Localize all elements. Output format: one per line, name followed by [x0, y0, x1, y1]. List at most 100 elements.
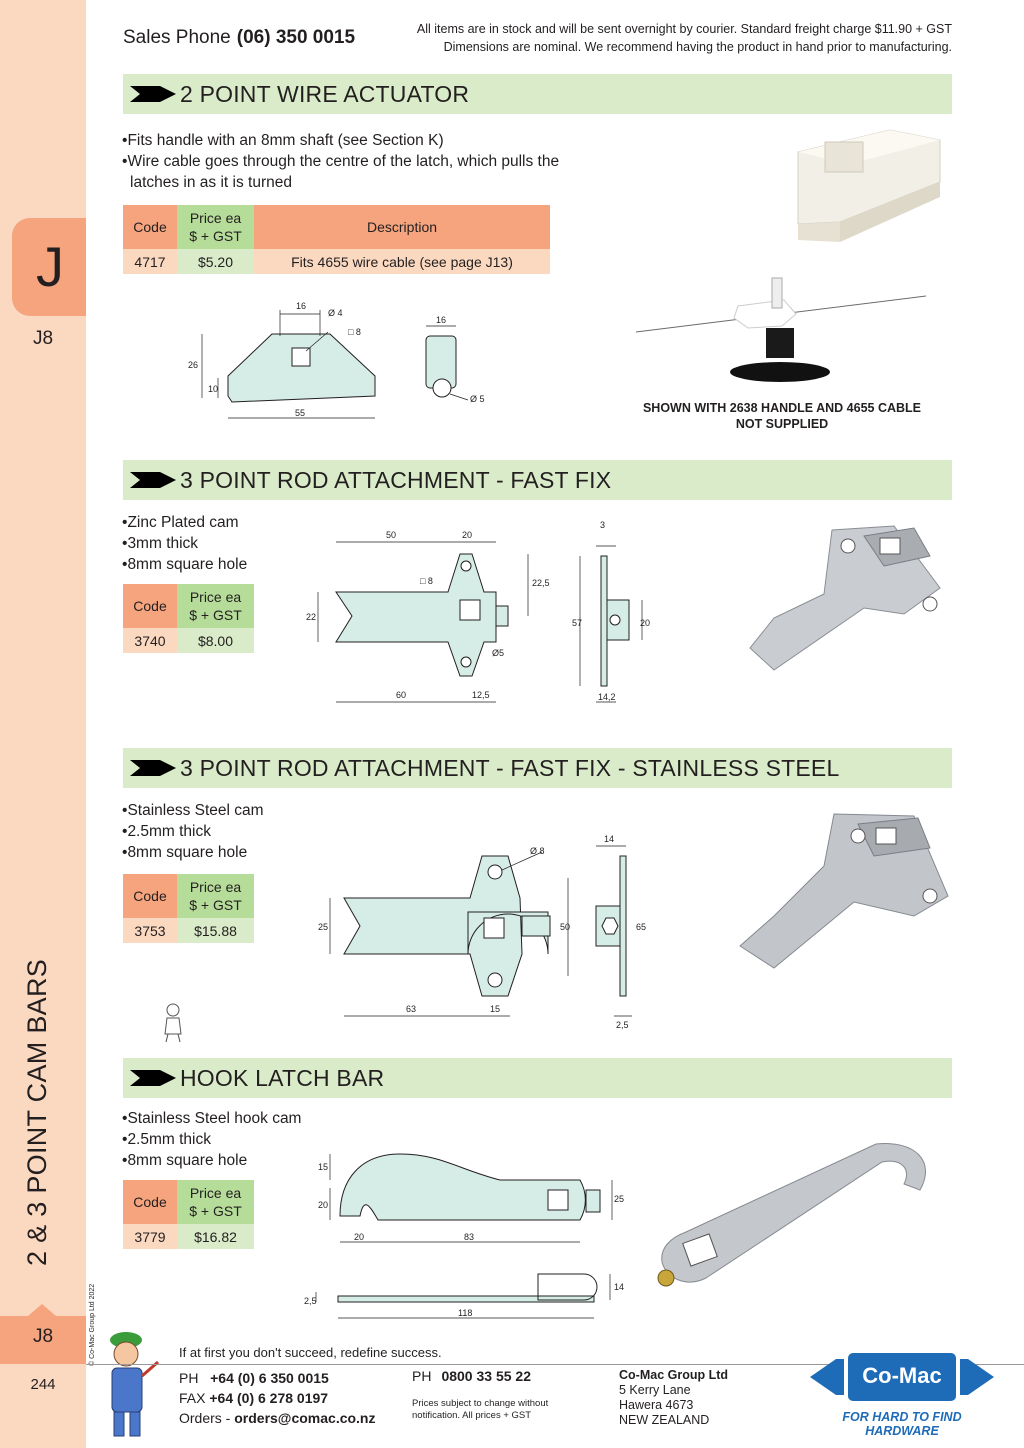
header-note: All items are in stock and will be sent … — [417, 20, 952, 56]
image-caption: SHOWN WITH 2638 HANDLE AND 4655 CABLE NO… — [634, 400, 930, 432]
caption-line: NOT SUPPLIED — [735, 417, 829, 431]
section-title: 3 POINT ROD ATTACHMENT - FAST FIX - STAI… — [180, 755, 840, 781]
footer-fax: FAX +64 (0) 6 278 0197 — [179, 1388, 376, 1408]
company-address: Co-Mac Group Ltd 5 Kerry Lane Hawera 467… — [619, 1368, 728, 1428]
product-image-stainless-cam — [739, 813, 949, 969]
dimension-label: 50 — [386, 530, 396, 540]
feature-item-continued: latches in as it is turned — [122, 172, 559, 193]
phone-number[interactable]: +64 (0) 6 350 0015 — [210, 1370, 329, 1386]
fax-label: FAX — [179, 1390, 206, 1406]
dimension-label: 15 — [318, 1162, 328, 1172]
price-table: Code Price ea$ + GST 3740 $8.00 — [123, 584, 254, 653]
feature-item: Stainless Steel hook cam — [122, 1108, 301, 1129]
dimension-label: 20 — [318, 1200, 328, 1210]
disclaimer-line: Prices subject to change without — [412, 1398, 549, 1409]
dimension-label: Ø 4 — [328, 308, 343, 318]
section-title: HOOK LATCH BAR — [180, 1065, 385, 1091]
dimension-label: 22 — [306, 612, 316, 622]
product-image-hook-latch — [657, 1143, 926, 1287]
page-code-bottom: J8 — [32, 1326, 54, 1347]
feature-item: 8mm square hole — [122, 1150, 301, 1171]
price-header-line: $ + GST — [189, 1203, 242, 1219]
page-code-top: J8 — [32, 328, 54, 349]
dimension-label: 57 — [572, 618, 582, 628]
arrow-icon — [130, 1070, 176, 1086]
feature-item: Zinc Plated cam — [122, 512, 247, 533]
logo-tagline: FOR HARD TO FIND HARDWARE — [842, 1410, 962, 1438]
feature-list: Fits handle with an 8mm shaft (see Secti… — [122, 130, 559, 193]
product-image-handle — [635, 277, 927, 382]
phone-label: PH — [412, 1368, 432, 1384]
page-number: 244 — [30, 1376, 56, 1393]
feature-item: Fits handle with an 8mm shaft (see Secti… — [122, 130, 559, 151]
dimension-label: 20 — [462, 530, 472, 540]
dimension-label: Ø 8 — [530, 846, 545, 856]
feature-item: 2.5mm thick — [122, 1129, 301, 1150]
orders-label: Orders - — [179, 1410, 231, 1426]
product-description: Fits 4655 wire cable (see page J13) — [254, 249, 550, 274]
phone-label: PH — [179, 1370, 199, 1386]
technical-drawing: 15 20 20 83 25 2,5 118 14 — [304, 1153, 624, 1319]
slogan: If at first you don't succeed, redefine … — [179, 1345, 442, 1360]
section-bar: 3 POINT ROD ATTACHMENT - FAST FIX — [123, 460, 952, 500]
price-header-line: $ + GST — [189, 607, 242, 623]
dimension-label: 26 — [188, 360, 198, 370]
technical-drawing: 50 20 □ 8 22,5 22 Ø5 60 12,5 3 57 20 14,… — [306, 520, 650, 703]
product-code[interactable]: 3753 — [123, 918, 177, 943]
dimension-label: 3 — [600, 520, 605, 530]
price-header: Price ea$ + GST — [177, 584, 254, 628]
comac-logo[interactable]: Co-Mac — [810, 1345, 994, 1427]
header-note-line: Dimensions are nominal. We recommend hav… — [443, 40, 952, 54]
section-tab[interactable]: J — [12, 218, 86, 316]
dimension-label: 14 — [604, 834, 614, 844]
logo-text: Co-Mac — [862, 1363, 941, 1388]
disclaimer: Prices subject to change without notific… — [412, 1398, 572, 1422]
product-price: $5.20 — [177, 249, 254, 274]
dimension-label: Ø 5 — [470, 394, 485, 404]
dimension-label: 25 — [614, 1194, 624, 1204]
product-image-actuator — [797, 129, 941, 242]
sales-label: Sales Phone — [123, 27, 231, 48]
sales-number[interactable]: (06) 350 0015 — [236, 27, 356, 48]
dimension-label: 14 — [614, 1282, 624, 1292]
dimension-label: □ 8 — [420, 576, 433, 586]
product-image-zinc-cam — [749, 525, 941, 671]
dimension-label: 10 — [208, 384, 218, 394]
price-header-line: $ + GST — [189, 897, 242, 913]
feature-item: 3mm thick — [122, 533, 247, 554]
footer-freephone: PH 0800 33 55 22 — [412, 1368, 531, 1384]
price-header-line: Price ea — [189, 879, 242, 895]
header-note-line: All items are in stock and will be sent … — [416, 22, 952, 36]
freephone-number[interactable]: 0800 33 55 22 — [441, 1368, 531, 1384]
address-line: NEW ZEALAND — [619, 1413, 710, 1427]
dimension-label: 20 — [354, 1232, 364, 1242]
product-price: $16.82 — [177, 1224, 254, 1249]
section-bar: 3 POINT ROD ATTACHMENT - FAST FIX - STAI… — [123, 748, 952, 788]
address-line: 5 Kerry Lane — [619, 1383, 691, 1397]
feature-text: latches in as it is turned — [130, 174, 292, 191]
footer-orders: Orders - orders@comac.co.nz — [179, 1408, 376, 1428]
technical-drawing: 16 Ø 4 □ 8 26 10 55 16 Ø 5 — [188, 301, 485, 419]
dimension-label: 15 — [490, 1004, 500, 1014]
product-code[interactable]: 3740 — [123, 628, 177, 653]
dimension-label: 12,5 — [472, 690, 490, 700]
footer-divider — [86, 1364, 1024, 1365]
technical-drawing: Ø 8 25 50 63 15 14 65 2,5 — [318, 834, 646, 1030]
product-code[interactable]: 3779 — [123, 1224, 177, 1249]
feature-item: 8mm square hole — [122, 842, 264, 863]
section-bar: 2 POINT WIRE ACTUATOR — [123, 74, 952, 114]
description-header: Description — [254, 205, 550, 249]
price-header-line: Price ea — [189, 1185, 242, 1201]
product-code[interactable]: 4717 — [123, 249, 177, 274]
section-title: 3 POINT ROD ATTACHMENT - FAST FIX — [180, 467, 612, 493]
dimension-label: 2,5 — [304, 1296, 317, 1306]
price-header: Price ea $ + GST — [177, 205, 254, 249]
dimension-label: 16 — [436, 315, 446, 325]
feature-list: Stainless Steel cam 2.5mm thick 8mm squa… — [122, 800, 264, 863]
price-table: Code Price ea$ + GST 3753 $15.88 — [123, 874, 254, 943]
orders-email[interactable]: orders@comac.co.nz — [234, 1410, 376, 1426]
price-header-line: Price ea — [189, 210, 242, 226]
price-header-line: $ + GST — [189, 228, 242, 244]
feature-item: Stainless Steel cam — [122, 800, 263, 821]
company-name: Co-Mac Group Ltd — [619, 1368, 729, 1382]
